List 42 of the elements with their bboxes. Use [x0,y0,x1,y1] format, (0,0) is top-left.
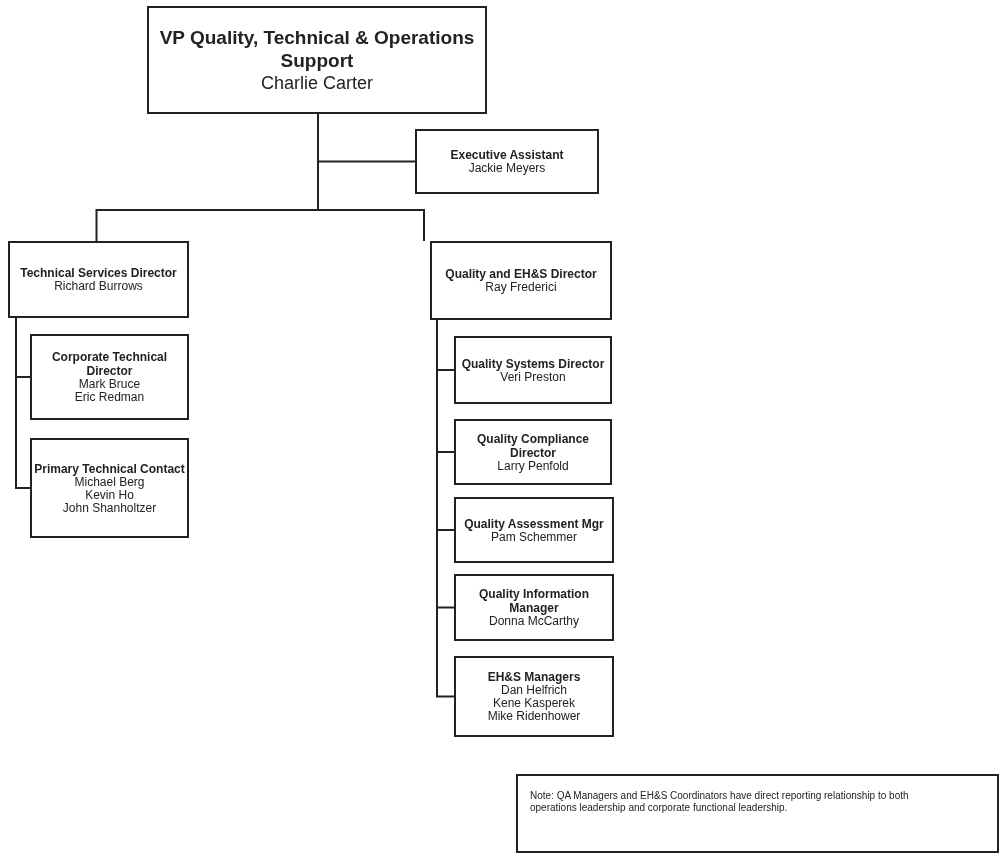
person-name: Kene Kasperek [492,697,576,710]
person-name: John Shanholtzer [62,501,157,515]
connector-line [15,317,31,489]
person-name: Eric Redman [74,391,145,404]
note-text: Note: QA Managers and EH&S Coordinators have direct reporting relationship to both operations leadership and corporate functional leadership. [530,790,910,814]
position-box [430,241,612,320]
person-name: Charlie Carter [260,72,373,94]
position-box [8,241,189,318]
position-title: Quality Information Manager [478,587,590,615]
position-title: Quality Assessment Mgr [464,516,604,531]
person-name: Ray Frederici [485,281,557,294]
position-title: Quality Compliance Director [476,431,590,460]
position-box [415,129,599,194]
position-title: Corporate Technical Director [50,350,169,378]
position-box [454,336,612,404]
person-name: Richard Burrows [54,280,143,293]
note-box [516,774,999,853]
position-title: Technical Services Director [20,266,177,280]
person-name: Veri Preston [500,370,566,384]
position-box [147,6,487,114]
connector-line [317,113,425,242]
position-title: EH&S Managers [487,670,581,684]
person-name: Donna McCarthy [488,615,579,628]
position-box [454,497,614,563]
position-box [30,438,189,538]
person-name: Larry Penfold [497,459,569,473]
position-box [454,419,612,485]
person-name: Mike Ridenhower [487,710,581,723]
person-name: Dan Helfrich [501,684,567,697]
position-box [30,334,189,420]
position-title: Quality Systems Director [461,356,605,371]
position-title: Executive Assistant [450,148,564,162]
position-title: VP Quality, Technical & Operations Support [158,26,476,72]
position-box [454,574,614,641]
person-name: Mark Bruce [78,378,141,391]
person-name: Kevin Ho [85,488,134,502]
position-title: Primary Technical Contact [34,461,185,476]
person-name: Pam Schemmer [491,530,577,544]
person-name: Michael Berg [74,475,145,489]
person-name: Jackie Meyers [468,162,546,175]
position-title: Quality and EH&S Director [445,267,597,281]
position-box [454,656,614,737]
